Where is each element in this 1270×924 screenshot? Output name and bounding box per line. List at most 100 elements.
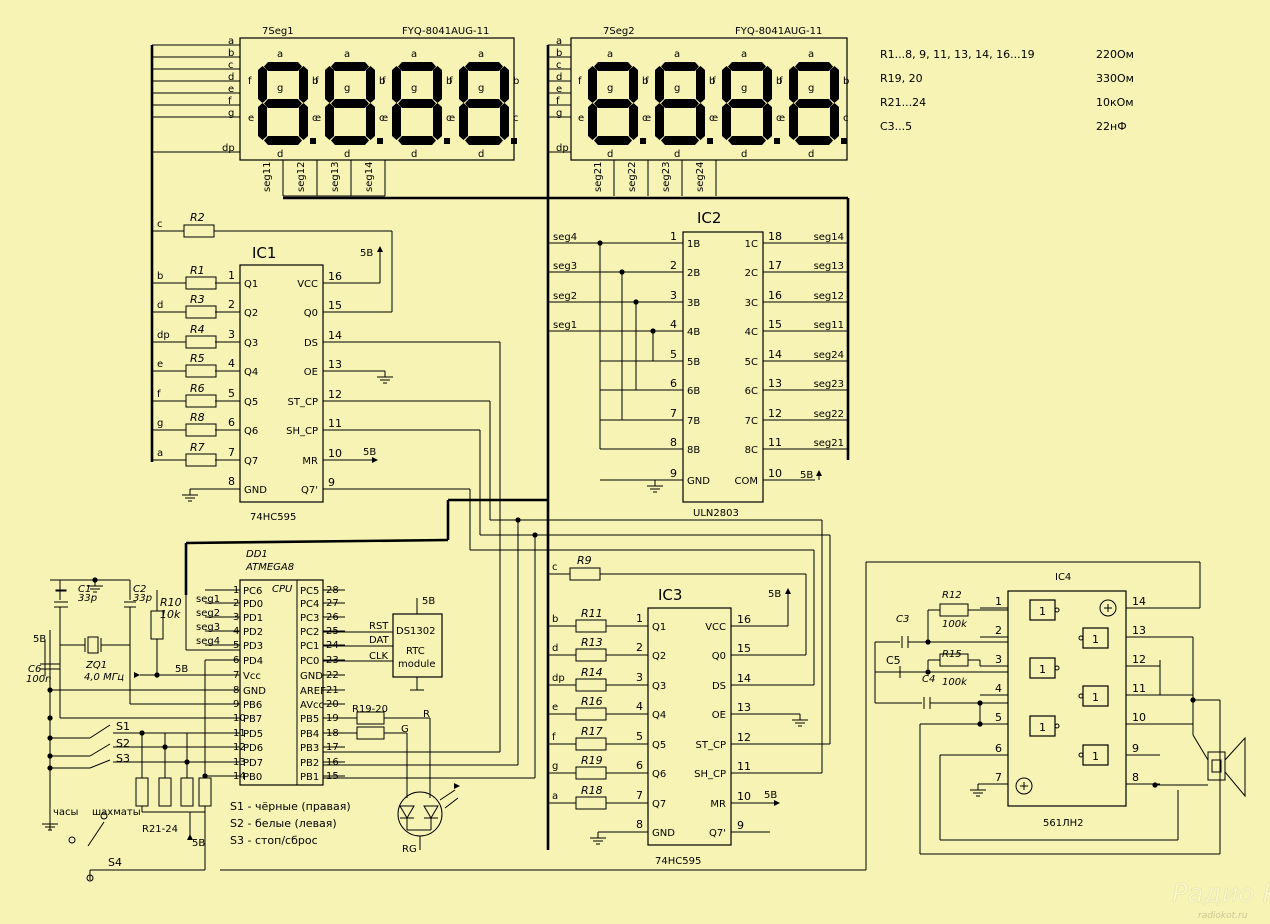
dd1-pin-name: PD0 xyxy=(243,599,263,610)
schematic-shape xyxy=(1224,736,1246,798)
ic2-part: ULN2803 xyxy=(693,508,739,519)
seg-label-a: a xyxy=(607,49,613,60)
schematic-shape xyxy=(647,607,732,846)
ic2-pin-num: 11 xyxy=(768,436,782,449)
ic2-out-net: seg12 xyxy=(814,291,844,302)
seg-label-a: a xyxy=(674,49,680,60)
ic3-pin-num: 9 xyxy=(737,819,744,832)
schematic-shape xyxy=(377,246,383,252)
seg-label-d: d xyxy=(277,149,283,160)
switch-note: S2 - белые (левая) xyxy=(230,817,337,830)
ic3-pin-name: Q3 xyxy=(652,681,666,692)
schematic-shape xyxy=(310,138,316,144)
seg-label-b: b xyxy=(513,76,519,87)
schematic-shape xyxy=(398,99,436,108)
schematic-shape xyxy=(1078,635,1084,641)
rtc-module: DS1302 RTC module RST DAT CLK 5В xyxy=(323,596,443,691)
resistor-signal: b xyxy=(552,614,558,625)
resistor-label: R16 xyxy=(581,695,603,708)
seg-label-g: g xyxy=(741,83,747,94)
display1-part: FYQ-8041AUG-11 xyxy=(402,26,489,37)
seg-label-f: f xyxy=(645,76,649,87)
resistor-label: R3 xyxy=(190,293,205,306)
ic2-pin-num: 3 xyxy=(670,289,677,302)
ic1-pin-num: 4 xyxy=(228,357,235,370)
ic1-pin-name: SH_CP xyxy=(286,426,318,437)
ic2-pin-num: 18 xyxy=(768,230,782,243)
ic1-pin-name: GND xyxy=(244,485,267,496)
ic2-in-net: seg3 xyxy=(553,261,577,272)
digit-common-seg24: seg24 xyxy=(695,162,706,192)
dd1-pin-name: PC3 xyxy=(300,613,319,624)
watermark: Радио КОТ radiokot.ru xyxy=(1172,879,1270,921)
ic4-pin-num: 14 xyxy=(1132,595,1146,608)
junction xyxy=(619,269,625,275)
vcc-label: 5В xyxy=(363,447,376,458)
ic3-pin-num: 1 xyxy=(636,612,643,625)
watermark-url: radiokot.ru xyxy=(1198,911,1248,921)
ic4-title: IC4 xyxy=(1055,572,1071,583)
schematic-shape xyxy=(392,103,401,140)
resistor-label: R13 xyxy=(581,636,603,649)
resistor-signal: d xyxy=(552,643,558,654)
ic2-out-net: seg24 xyxy=(814,350,844,361)
ic2-pin-num: 5 xyxy=(670,348,677,361)
ic2-pin-num: 10 xyxy=(768,467,782,480)
resistor-signal: g xyxy=(157,418,163,429)
ic4-pin-num: 5 xyxy=(995,711,1002,724)
ic2-pin-name: 1B xyxy=(687,239,700,250)
ic3-pin-num: 13 xyxy=(737,701,751,714)
schematic-shape xyxy=(377,138,383,144)
display-7seg1: 7Seg1 FYQ-8041AUG-11 xyxy=(239,26,515,161)
schematic-shape xyxy=(1192,734,1209,761)
bus1-label-dp: dp xyxy=(222,143,235,154)
gate-label: 1 xyxy=(1039,721,1046,734)
display2-name: 7Seg2 xyxy=(603,26,635,37)
display-digits: abcdefgabcdefgabcdefgabcdefgabcdefgabcde… xyxy=(248,49,849,160)
label-led-g: G xyxy=(401,724,409,735)
resistor-ic3 xyxy=(575,619,607,633)
ic4-pin-num: 3 xyxy=(995,653,1002,666)
vcc-label: 5В xyxy=(764,790,777,801)
seg-label-b: b xyxy=(776,76,782,87)
ic4-pin-num: 13 xyxy=(1132,624,1146,637)
label-rg: RG xyxy=(402,844,417,855)
resistor-ic1 xyxy=(185,276,217,290)
ic2-pin-num: 13 xyxy=(768,377,782,390)
ic1-pin-name: DS xyxy=(304,338,318,349)
ic1-pin-num: 16 xyxy=(328,270,342,283)
dd1-pin-name: PB3 xyxy=(300,743,319,754)
seg-label-d: d xyxy=(344,149,350,160)
schematic-shape xyxy=(433,103,442,140)
resistor-label: R2 xyxy=(190,211,205,224)
schematic-shape xyxy=(816,470,822,476)
ic4-pin-num: 7 xyxy=(995,771,1002,784)
seg-label-e: e xyxy=(779,113,785,124)
ic2-pin-num: 1 xyxy=(670,230,677,243)
schematic-shape xyxy=(500,103,509,140)
ic3-pin-num: 8 xyxy=(636,818,643,831)
label-c3: C3 xyxy=(896,614,909,625)
ic3-pin-num: 6 xyxy=(636,759,643,772)
label-zq1-value: 4,0 МГц xyxy=(84,672,124,683)
resistor-signal: dp xyxy=(157,330,170,341)
schematic-shape xyxy=(459,103,468,140)
schematic-shape xyxy=(299,103,308,140)
schematic-shape xyxy=(707,138,713,144)
schematic-shape xyxy=(661,99,699,108)
bus1-label-b: b xyxy=(228,48,234,59)
seg-label-e: e xyxy=(578,113,584,124)
dd1-pin-name: PB6 xyxy=(243,700,262,711)
resistor-signal: dp xyxy=(552,673,565,684)
resistor-signal: d xyxy=(157,300,163,311)
ic1-pin-name: Q5 xyxy=(244,397,258,408)
label-c1: C1 xyxy=(78,584,91,595)
label-c6: C6 xyxy=(28,664,41,675)
junction xyxy=(154,672,160,678)
digit-common-seg14: seg14 xyxy=(364,162,375,192)
resistor-ic1 xyxy=(185,335,217,349)
seg-label-g: g xyxy=(344,83,350,94)
junction xyxy=(650,328,656,334)
